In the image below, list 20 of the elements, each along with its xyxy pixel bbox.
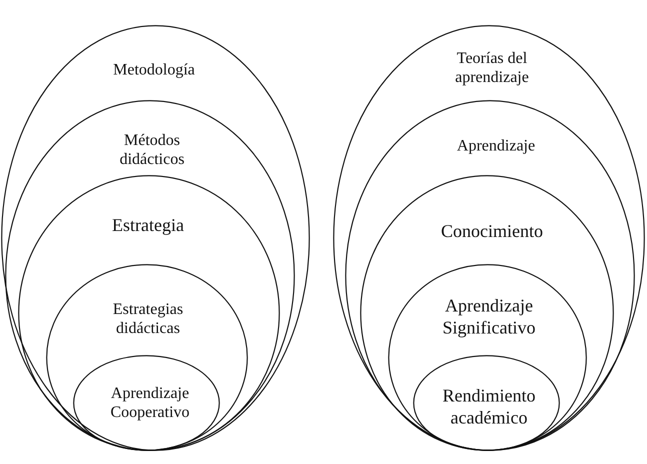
concept-label: Aprendizaje	[456, 136, 536, 156]
concept-ellipse	[333, 25, 645, 451]
concept-label: Métodos didácticos	[119, 130, 185, 170]
concept-ellipse	[360, 175, 614, 451]
concept-ellipse	[388, 264, 587, 451]
concept-label: Estrategia	[112, 215, 184, 237]
concept-label: Metodología	[112, 60, 196, 80]
concept-ellipse	[5, 100, 295, 451]
concept-ellipse	[413, 355, 560, 451]
concept-label: Rendimiento académico	[442, 385, 536, 429]
concept-label: Teorías del aprendizaje	[454, 48, 530, 88]
concept-label: Aprendizaje Cooperativo	[110, 384, 190, 422]
concept-ellipse	[1, 25, 310, 451]
concept-label: Aprendizaje Significativo	[442, 295, 536, 339]
concept-ellipse	[46, 264, 248, 451]
concept-ellipse	[345, 100, 635, 451]
concept-ellipse	[73, 355, 220, 451]
concept-ellipse	[18, 175, 280, 451]
concept-label: Conocimiento	[440, 221, 544, 243]
concept-label: Estrategias didácticas	[112, 300, 184, 338]
